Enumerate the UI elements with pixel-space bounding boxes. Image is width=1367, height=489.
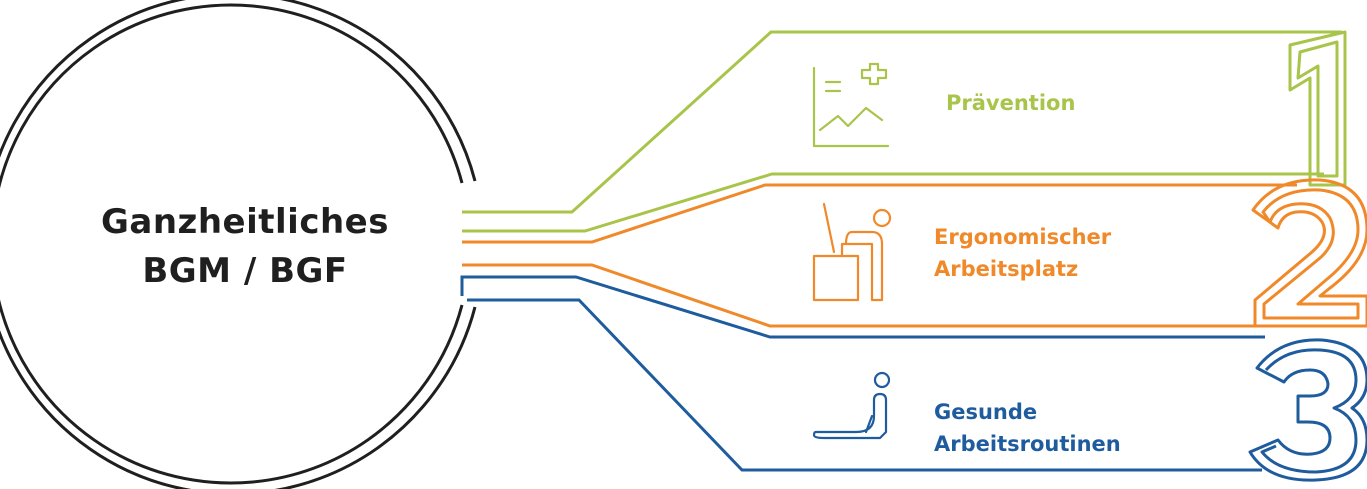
branch-3-label-line1: Gesunde — [934, 400, 1038, 424]
branch-2-label-line1: Ergonomischer — [934, 225, 1112, 249]
chart-plus-icon — [812, 62, 890, 148]
branch-2-label-line2: Arbeitsplatz — [934, 256, 1079, 281]
center-title-line1: Ganzheitliches — [101, 202, 389, 242]
number-1 — [1288, 30, 1347, 187]
branch-3-label-line2: Arbeitsroutinen — [934, 431, 1121, 456]
branch-1-label-line1: Prävention — [946, 91, 1076, 115]
center-title-line2: BGM / BGF — [142, 251, 348, 292]
band-1-pravention — [462, 30, 1342, 233]
branch-3-label: Gesunde Arbeitsroutinen — [934, 397, 1121, 460]
center-title: Ganzheitliches BGM / BGF — [50, 198, 440, 297]
number-2 — [1251, 178, 1367, 328]
band-2-ergonomie — [462, 183, 1297, 328]
branch-2-label: Ergonomischer Arbeitsplatz — [934, 222, 1111, 285]
number-3 — [1248, 338, 1367, 482]
band-3-routinen — [460, 275, 1265, 472]
stretching-person-icon — [812, 371, 891, 440]
desk-worker-icon — [812, 202, 892, 302]
branch-1-label: Prävention — [946, 88, 1075, 120]
center-circle — [0, 0, 477, 489]
